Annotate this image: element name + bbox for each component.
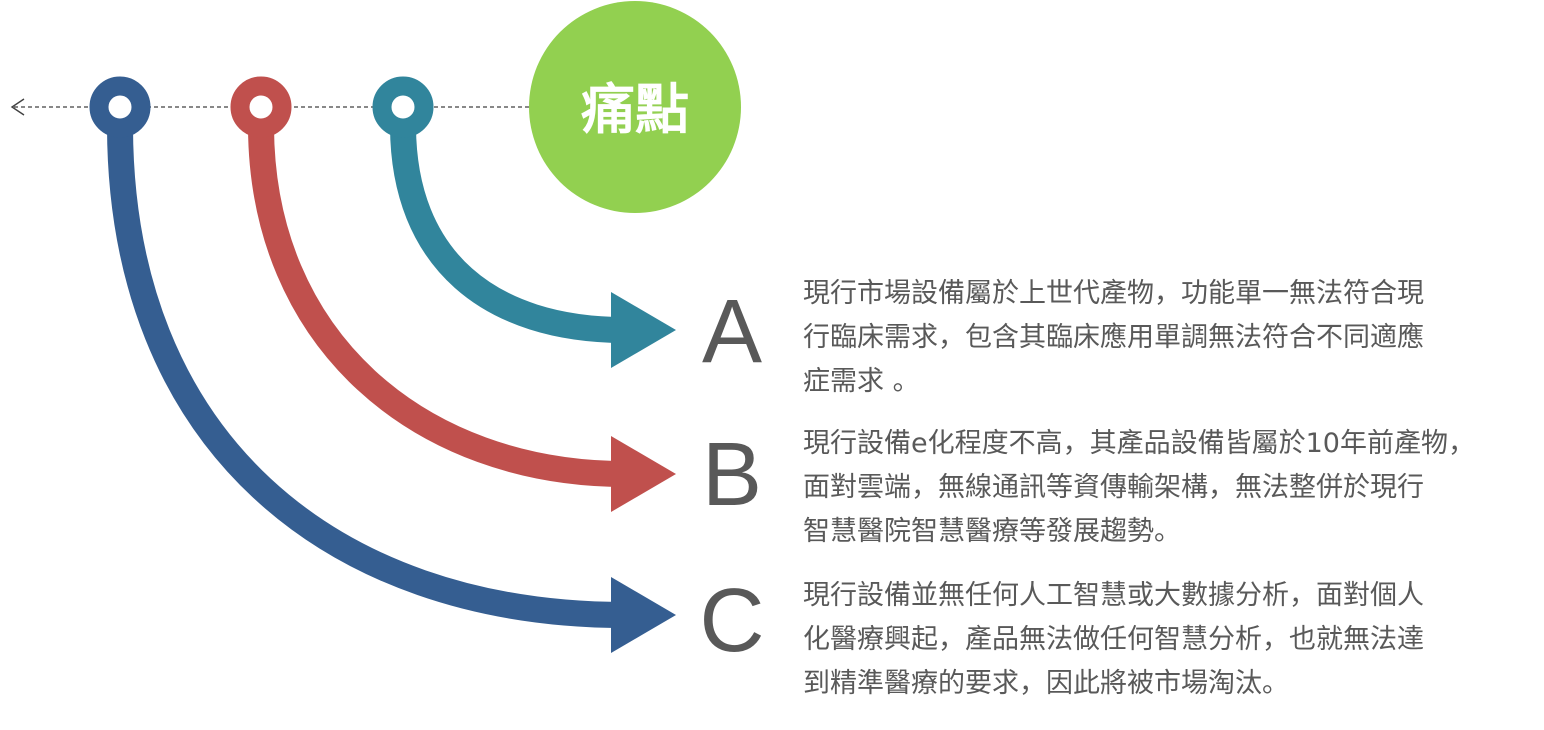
arrowhead-b-icon (611, 436, 676, 512)
description-b-line-1: 現行設備e化程度不高，其產品設備皆屬於10年前產物， (803, 428, 1475, 459)
title-circle (529, 1, 741, 213)
description-a-line-2: 行臨床需求，包含其臨床應用單調無法符合不同適應 (803, 322, 1424, 353)
description-b: 現行設備e化程度不高，其產品設備皆屬於10年前產物， 面對雲端，無線通訊等資傳輸… (803, 422, 1533, 554)
node-b-ring (230, 76, 292, 138)
description-c: 現行設備並無任何人工智慧或大數據分析，面對個人 化醫療興起，產品無法做任何智慧分… (803, 574, 1533, 706)
description-b-line-3: 智慧醫院智慧醫療等發展趨勢。 (803, 516, 1181, 547)
curve-arrow-c (107, 124, 626, 628)
node-c-ring (89, 76, 151, 138)
description-c-line-3: 到精準醫療的要求，因此將被市場淘汰。 (803, 668, 1289, 699)
title: 痛點 (581, 78, 689, 141)
description-a-line-1: 現行市場設備屬於上世代產物，功能單一無法符合現 (803, 278, 1424, 309)
curve-arrow-b (248, 124, 626, 487)
description-b-line-2: 面對雲端，無線通訊等資傳輸架構，無法整併於現行 (803, 472, 1424, 503)
arrowhead-a-icon (611, 292, 676, 368)
arrowhead-c-icon (611, 577, 676, 653)
description-a: 現行市場設備屬於上世代產物，功能單一無法符合現 行臨床需求，包含其臨床應用單調無… (803, 272, 1533, 404)
timeline-arrow-icon (10, 98, 25, 116)
curve-arrow-a (390, 124, 626, 343)
description-a-line-3: 症需求 。 (803, 366, 920, 397)
letter-a: A (701, 282, 763, 382)
letter-c: C (699, 571, 765, 671)
node-a-ring (372, 76, 434, 138)
description-c-line-1: 現行設備並無任何人工智慧或大數據分析，面對個人 (803, 580, 1424, 611)
letter-b: B (701, 425, 763, 525)
description-c-line-2: 化醫療興起，產品無法做任何智慧分析，也就無法達 (803, 624, 1424, 655)
